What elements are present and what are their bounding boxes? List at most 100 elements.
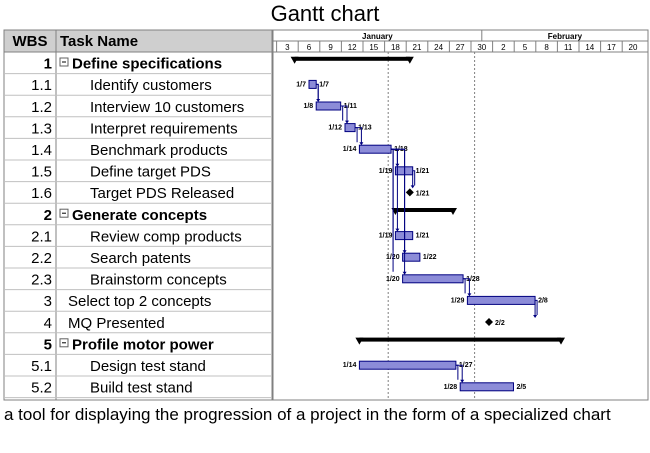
- dependency-link: [535, 299, 538, 315]
- task-name-cell: Build test stand: [90, 380, 193, 397]
- wbs-cell: 3: [44, 293, 52, 310]
- summary-end-cap: [557, 337, 565, 345]
- task-bar: [358, 144, 392, 154]
- bar-end-label: 1/7: [319, 81, 329, 88]
- bar-end-label: 1/21: [416, 168, 430, 175]
- task-name-cell: Benchmark products: [90, 142, 228, 159]
- dependency-arrow: [467, 293, 472, 297]
- bar-start-label: 1/19: [379, 168, 393, 175]
- wbs-cell: 2.3: [31, 272, 52, 289]
- milestone-label: 1/21: [416, 190, 430, 197]
- chart-frame: [272, 29, 649, 401]
- wbs-cell: 1.3: [31, 120, 52, 137]
- bar-start-label: 1/12: [328, 125, 342, 132]
- page-title: Gantt chart: [270, 1, 380, 26]
- day-tick-label: 14: [585, 43, 594, 52]
- dependency-arrow: [460, 379, 465, 383]
- dependency-link: [455, 364, 463, 381]
- wbs-cell: 5.1: [31, 358, 52, 375]
- task-bar: [459, 382, 514, 392]
- day-tick-label: 6: [307, 43, 312, 52]
- bar-end-label: 1/13: [358, 125, 372, 132]
- task-name-cell: Define target PDS: [90, 164, 211, 181]
- summary-start-cap: [290, 56, 299, 64]
- bar-start-label: 1/19: [379, 233, 393, 240]
- task-name-cell: Review comp products: [90, 228, 242, 245]
- task-name-cell: Search patents: [90, 250, 191, 267]
- bar-start-label: 1/29: [451, 297, 465, 304]
- task-bar: [344, 123, 356, 133]
- day-tick-label: 12: [348, 43, 357, 52]
- day-tick-label: 21: [413, 43, 422, 52]
- dependency-arrow: [402, 271, 407, 275]
- dependency-link: [316, 83, 319, 100]
- bar-end-label: 1/27: [459, 362, 473, 369]
- bar-start-label: 1/8: [303, 103, 313, 110]
- task-name-cell: Target PDS Released: [90, 185, 234, 202]
- dependency-arrow: [345, 120, 349, 124]
- task-name-cell: Design test stand: [90, 358, 206, 375]
- task-name-cell: Interview 10 customers: [90, 99, 244, 116]
- wbs-cell: 1.1: [31, 77, 52, 94]
- wbs-cell: 1.6: [31, 185, 52, 202]
- dependency-link: [463, 278, 470, 295]
- wbs-cell: 4: [44, 315, 52, 332]
- day-tick-label: 17: [607, 43, 616, 52]
- task-name-cell: Identify customers: [90, 77, 212, 94]
- bar-end-label: 2/5: [516, 384, 526, 391]
- dependency-link: [391, 148, 398, 230]
- dependency-arrow: [395, 228, 400, 232]
- summary-bar: [359, 337, 561, 342]
- column-header-wbs: WBS: [13, 33, 48, 50]
- bar-start-label: 1/14: [343, 362, 357, 369]
- day-tick-label: 27: [456, 43, 465, 52]
- task-name-cell: Interpret requirements: [90, 120, 238, 137]
- bar-end-label: 2/8: [538, 297, 548, 304]
- wbs-cell: 2.1: [31, 228, 52, 245]
- bar-start-label: 1/28: [444, 384, 458, 391]
- bar-start-label: 1/14: [343, 146, 357, 153]
- day-tick-label: 2: [501, 43, 506, 52]
- day-tick-label: 3: [285, 43, 290, 52]
- summary-end-cap: [405, 56, 414, 64]
- wbs-cell: 2.2: [31, 250, 52, 267]
- task-bar: [402, 274, 464, 284]
- summary-bar: [395, 208, 453, 212]
- month-label: February: [548, 32, 583, 41]
- day-tick-label: 18: [391, 43, 400, 52]
- task-bar: [394, 166, 414, 176]
- table-frame: [3, 29, 273, 401]
- dependency-arrow: [316, 99, 321, 102]
- bar-end-label: 1/21: [416, 233, 430, 240]
- summary-bar: [294, 56, 410, 61]
- wbs-cell: 1.4: [31, 142, 52, 159]
- bar-end-label: 1/28: [466, 276, 480, 283]
- milestone-label: 2/2: [495, 320, 505, 327]
- dependency-link: [391, 148, 406, 273]
- dependency-arrow: [410, 185, 415, 189]
- summary-end-cap: [449, 208, 457, 215]
- task-bar: [394, 231, 414, 241]
- dependency-link: [355, 127, 362, 144]
- bar-end-label: 1/11: [344, 103, 357, 110]
- milestone-marker: [485, 318, 493, 326]
- wbs-cell: 1.5: [31, 164, 52, 181]
- task-name-cell: Define specifications: [72, 56, 222, 73]
- bar-end-label: 1/22: [423, 254, 437, 261]
- wbs-cell: 5.2: [31, 380, 52, 397]
- bar-start-label: 1/7: [296, 81, 306, 88]
- dependency-link: [412, 170, 416, 186]
- dependency-arrow: [359, 142, 364, 146]
- task-name-cell: Profile motor power: [72, 336, 214, 353]
- task-bar: [358, 360, 457, 370]
- dependency-arrow: [533, 315, 538, 318]
- wbs-cell: 1: [44, 56, 52, 73]
- bar-start-label: 1/20: [386, 276, 400, 283]
- wbs-cell: 1.2: [31, 99, 52, 116]
- task-name-cell: Generate concepts: [72, 207, 207, 224]
- task-bar: [402, 252, 421, 262]
- column-header-task-name: Task Name: [60, 33, 138, 50]
- day-tick-label: 9: [328, 43, 333, 52]
- task-name-cell: Brainstorm concepts: [90, 272, 227, 289]
